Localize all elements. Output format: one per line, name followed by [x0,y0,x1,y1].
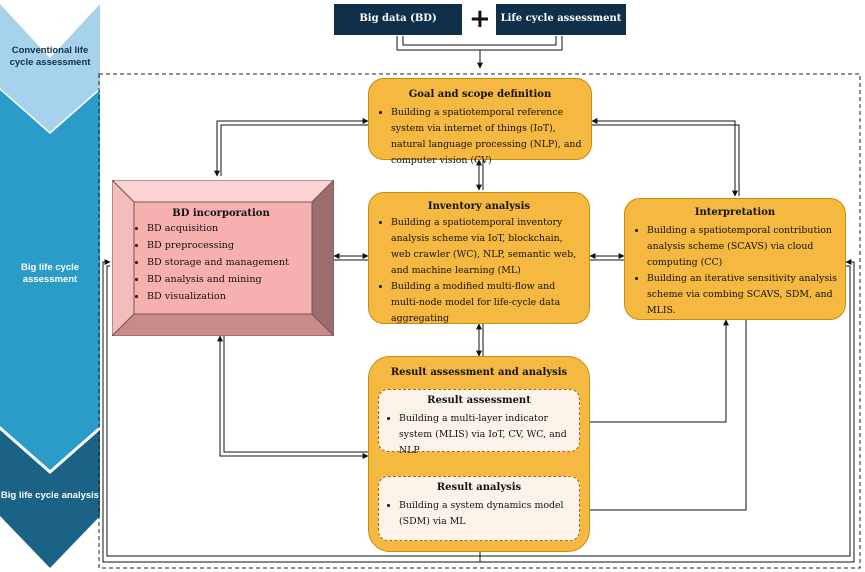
inventory-item: Building a modified multi-flow and multi… [391,279,581,327]
interpretation-item: Building a spatiotemporal contribution a… [647,223,837,271]
interpretation-title: Interpretation [694,207,776,218]
arrow-goal-inventory [476,159,484,191]
stage-chevron-big-lc-analysis [0,430,100,568]
bd-item: BD preprocessing [147,237,307,254]
inventory-title: Inventory analysis [427,201,531,212]
lca-box: Life cycle assessment [496,4,626,35]
stage-label-big-lca: Big life cycle assessment [20,262,80,285]
feedback-loop [102,259,855,563]
bd-incorporation-box: BD incorporation BD acquisition BD prepr… [135,208,307,318]
stage-label-big-lc-analysis: Big life cycle analysis [0,490,100,501]
arrow-bd-result [217,335,369,459]
bd-item: BD storage and management [147,254,307,271]
inventory-box: Inventory analysis Building a spatiotemp… [368,192,590,324]
interpretation-box: Interpretation Building a spatiotemporal… [624,198,846,320]
arrow-goal-interpretation [591,118,740,197]
result-assessment-box: Result assessment Building a multi-layer… [378,389,580,456]
stage-label-conventional: Conventional life cycle assessment [9,45,91,68]
arrow-inventory-result [476,323,484,357]
stage-chevron-big-lca [0,90,100,470]
inventory-item: Building a spatiotemporal inventory anal… [391,215,581,279]
result-title: Result assessment and analysis [390,367,568,378]
result-analysis-item: Building a system dynamics model (SDM) v… [399,498,573,530]
bd-title: BD incorporation [172,208,270,219]
big-data-box: Big data (BD) [334,4,462,35]
arrow-goal-bd [214,118,369,177]
stage-chevrons [0,4,100,568]
bd-item: BD visualization [147,288,307,305]
result-assessment-title: Result assessment [427,395,531,406]
arrow-inventory-interpretation [589,253,625,261]
goal-scope-box: Goal and scope definition Building a spa… [368,78,592,166]
goal-scope-title: Goal and scope definition [408,89,552,100]
arrow-interpretation-analysis [581,320,747,513]
dashed-frame [98,73,861,569]
arrow-bd-inventory [333,253,369,261]
bd-bevel-frame [112,180,334,336]
plus-sign: + [469,4,491,34]
interpretation-item: Building an iterative sensitivity analys… [647,271,837,319]
result-analysis-title: Result analysis [436,482,522,493]
arrow-assessment-interpretation [580,319,729,423]
bd-item: BD analysis and mining [147,271,307,288]
top-merge-connector [396,36,563,69]
result-assessment-item: Building a multi-layer indicator system … [399,411,573,459]
stage-chevron-conventional [0,4,100,132]
bd-item: BD acquisition [147,220,307,237]
goal-scope-item: Building a spatiotemporal reference syst… [391,105,583,169]
result-analysis-box: Result analysis Building a system dynami… [378,476,580,541]
